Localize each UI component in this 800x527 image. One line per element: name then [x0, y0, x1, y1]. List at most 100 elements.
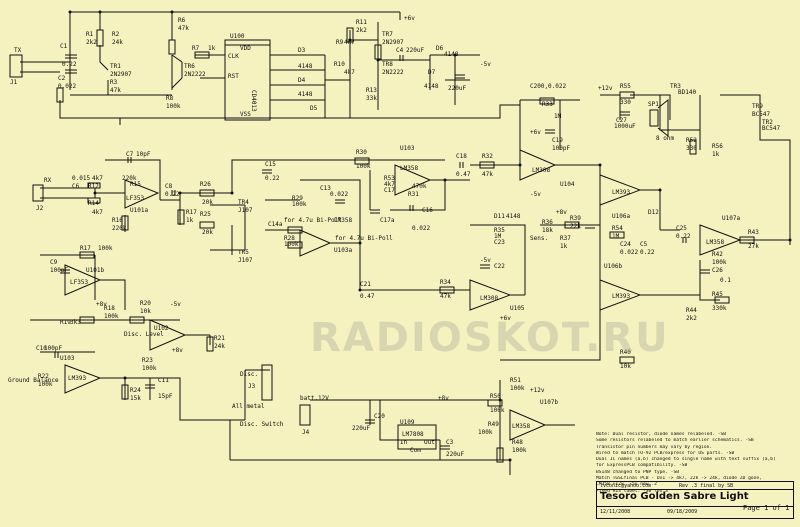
label-tr2: TR2 [762, 119, 773, 126]
label-n4148-1: 4148 [298, 63, 313, 70]
label-plus6v-u104: +6v [530, 129, 541, 136]
label-r35: R35 [494, 227, 505, 234]
label-c20v: 220uF [352, 425, 370, 432]
label-u105: U105 [510, 305, 525, 312]
label-c3v2: 220uF [446, 451, 464, 458]
label-r15: R15 [130, 181, 141, 188]
label-r32v: 47k [482, 171, 493, 178]
label-r12v: 4k7 [92, 175, 103, 182]
label-n4148-d6: 4148 [444, 51, 459, 58]
note-line: BS148 changed to PNP type. -SB [596, 469, 679, 475]
label-tr6: TR6 [184, 63, 195, 70]
label-c2: C2 [58, 75, 66, 82]
label-tr7v: 2N2907 [382, 39, 404, 46]
label-r17bv: 100k [98, 245, 113, 252]
note-line: Note: Dual resistor, diode names relabel… [596, 432, 726, 437]
label-tr8v: 2N2222 [382, 69, 404, 76]
label-bipol1: for 4.7u Bi-Poll [284, 217, 342, 224]
label-r32: R32 [482, 153, 493, 160]
label-d4: D4 [298, 77, 306, 84]
label-r49v: 100k [478, 429, 493, 436]
label-c11: C11 [158, 377, 169, 384]
label-r50v: 100k [490, 407, 505, 414]
label-c17a: C17a [380, 217, 395, 224]
label-n4148-2: 4148 [298, 91, 313, 98]
label-r18v: 100k [104, 313, 119, 320]
label-r23: R23 [142, 357, 153, 364]
label-rst: RST [228, 73, 239, 80]
label-d7: D7 [428, 69, 436, 76]
label-lm7808: LM7808 [402, 431, 424, 438]
label-vdd: VDD [240, 45, 251, 52]
label-r56: R56 [712, 143, 723, 150]
connector-j3 [261, 364, 273, 401]
label-r8v: 100k [166, 103, 181, 110]
note-line: LM358 +12v, -5v new .2 [596, 482, 657, 488]
capacitors [54, 54, 710, 450]
label-plus12v-u107b: +12v [530, 387, 545, 394]
wiring [20, 11, 791, 475]
label-tr9: TR9 [752, 103, 763, 110]
label-r55v: 330 [620, 99, 631, 106]
label-vss: VSS [240, 111, 251, 118]
label-u109: U109 [400, 419, 415, 426]
label-c2v: 0.022 [58, 83, 76, 90]
label-disc-level: Disc. Level [124, 331, 164, 338]
label-c5: C5 [640, 241, 648, 248]
label-j2: J2 [36, 205, 44, 212]
label-r54v: 1M [612, 233, 620, 240]
label-r21: R21 [214, 335, 225, 342]
label-r9: R9 [336, 39, 344, 46]
label-lm-in: In [400, 439, 408, 446]
label-c21v: 0.47 [360, 293, 375, 300]
label-lf353-2: LF353 [70, 279, 88, 286]
label-r51: R51 [510, 377, 521, 384]
label-c3v: 220uF [448, 85, 466, 92]
label-minus5v-u102: -5v [170, 301, 181, 308]
label-tr4v: J107 [238, 207, 253, 214]
label-r1v: 2k2 [86, 39, 97, 46]
label-c13: C13 [320, 185, 331, 192]
label-plus6v-u105: +6v [500, 315, 511, 322]
label-rx: RX [44, 177, 52, 184]
label-c22: C22 [494, 263, 505, 270]
label-u104: U104 [560, 181, 575, 188]
note-line: Some resistors relabeled to match earlie… [596, 438, 754, 444]
label-r11v: 2k2 [356, 27, 367, 34]
label-r30: R30 [356, 149, 367, 156]
label-r40: R40 [620, 349, 631, 356]
label-tr2v: BC547 [762, 125, 780, 132]
label-lm393-1: LM393 [612, 189, 630, 196]
label-c16v: 0.022 [412, 225, 430, 232]
label-r16v: 220k [112, 225, 127, 232]
label-tr1v: 2N2907 [110, 71, 132, 78]
label-c26v: 0.1 [720, 277, 731, 284]
label-c21: C21 [360, 281, 371, 288]
note-line: Fixed R13 label. -SB rev.3 [596, 488, 668, 494]
label-r7: R7 [192, 45, 200, 52]
label-j4: J4 [302, 429, 310, 436]
label-bipol2: for 4.7u Bi-Poll [335, 235, 393, 242]
title-divider [597, 506, 793, 507]
label-u106b: U106b [604, 263, 622, 270]
label-tr9v: BC547 [752, 111, 770, 118]
label-d3: D3 [298, 47, 306, 54]
label-r44v: 2k2 [686, 315, 697, 322]
page-number: Page 1 of 1 [743, 504, 790, 512]
label-tr7: TR7 [382, 31, 393, 38]
label-tr8: TR8 [382, 61, 393, 68]
label-d12: D12 [648, 209, 659, 216]
label-clk: CLK [228, 53, 239, 60]
label-r44: R44 [686, 307, 697, 314]
label-r13: R13 [366, 87, 377, 94]
date-created: 12/11/2008 [600, 509, 631, 515]
label-c3: C3 [446, 439, 454, 446]
label-c4: C4 [396, 47, 404, 54]
label-r39v: 22k [570, 223, 581, 230]
label-tr1: TR1 [110, 63, 121, 70]
label-r1: R1 [86, 31, 94, 38]
note-line: Match TGSLfinal PCB - Dx1 -> 4k7, 22k ->… [596, 476, 762, 482]
label-r53: R53 [384, 175, 395, 182]
label-c6v: 0.015 [72, 175, 90, 182]
